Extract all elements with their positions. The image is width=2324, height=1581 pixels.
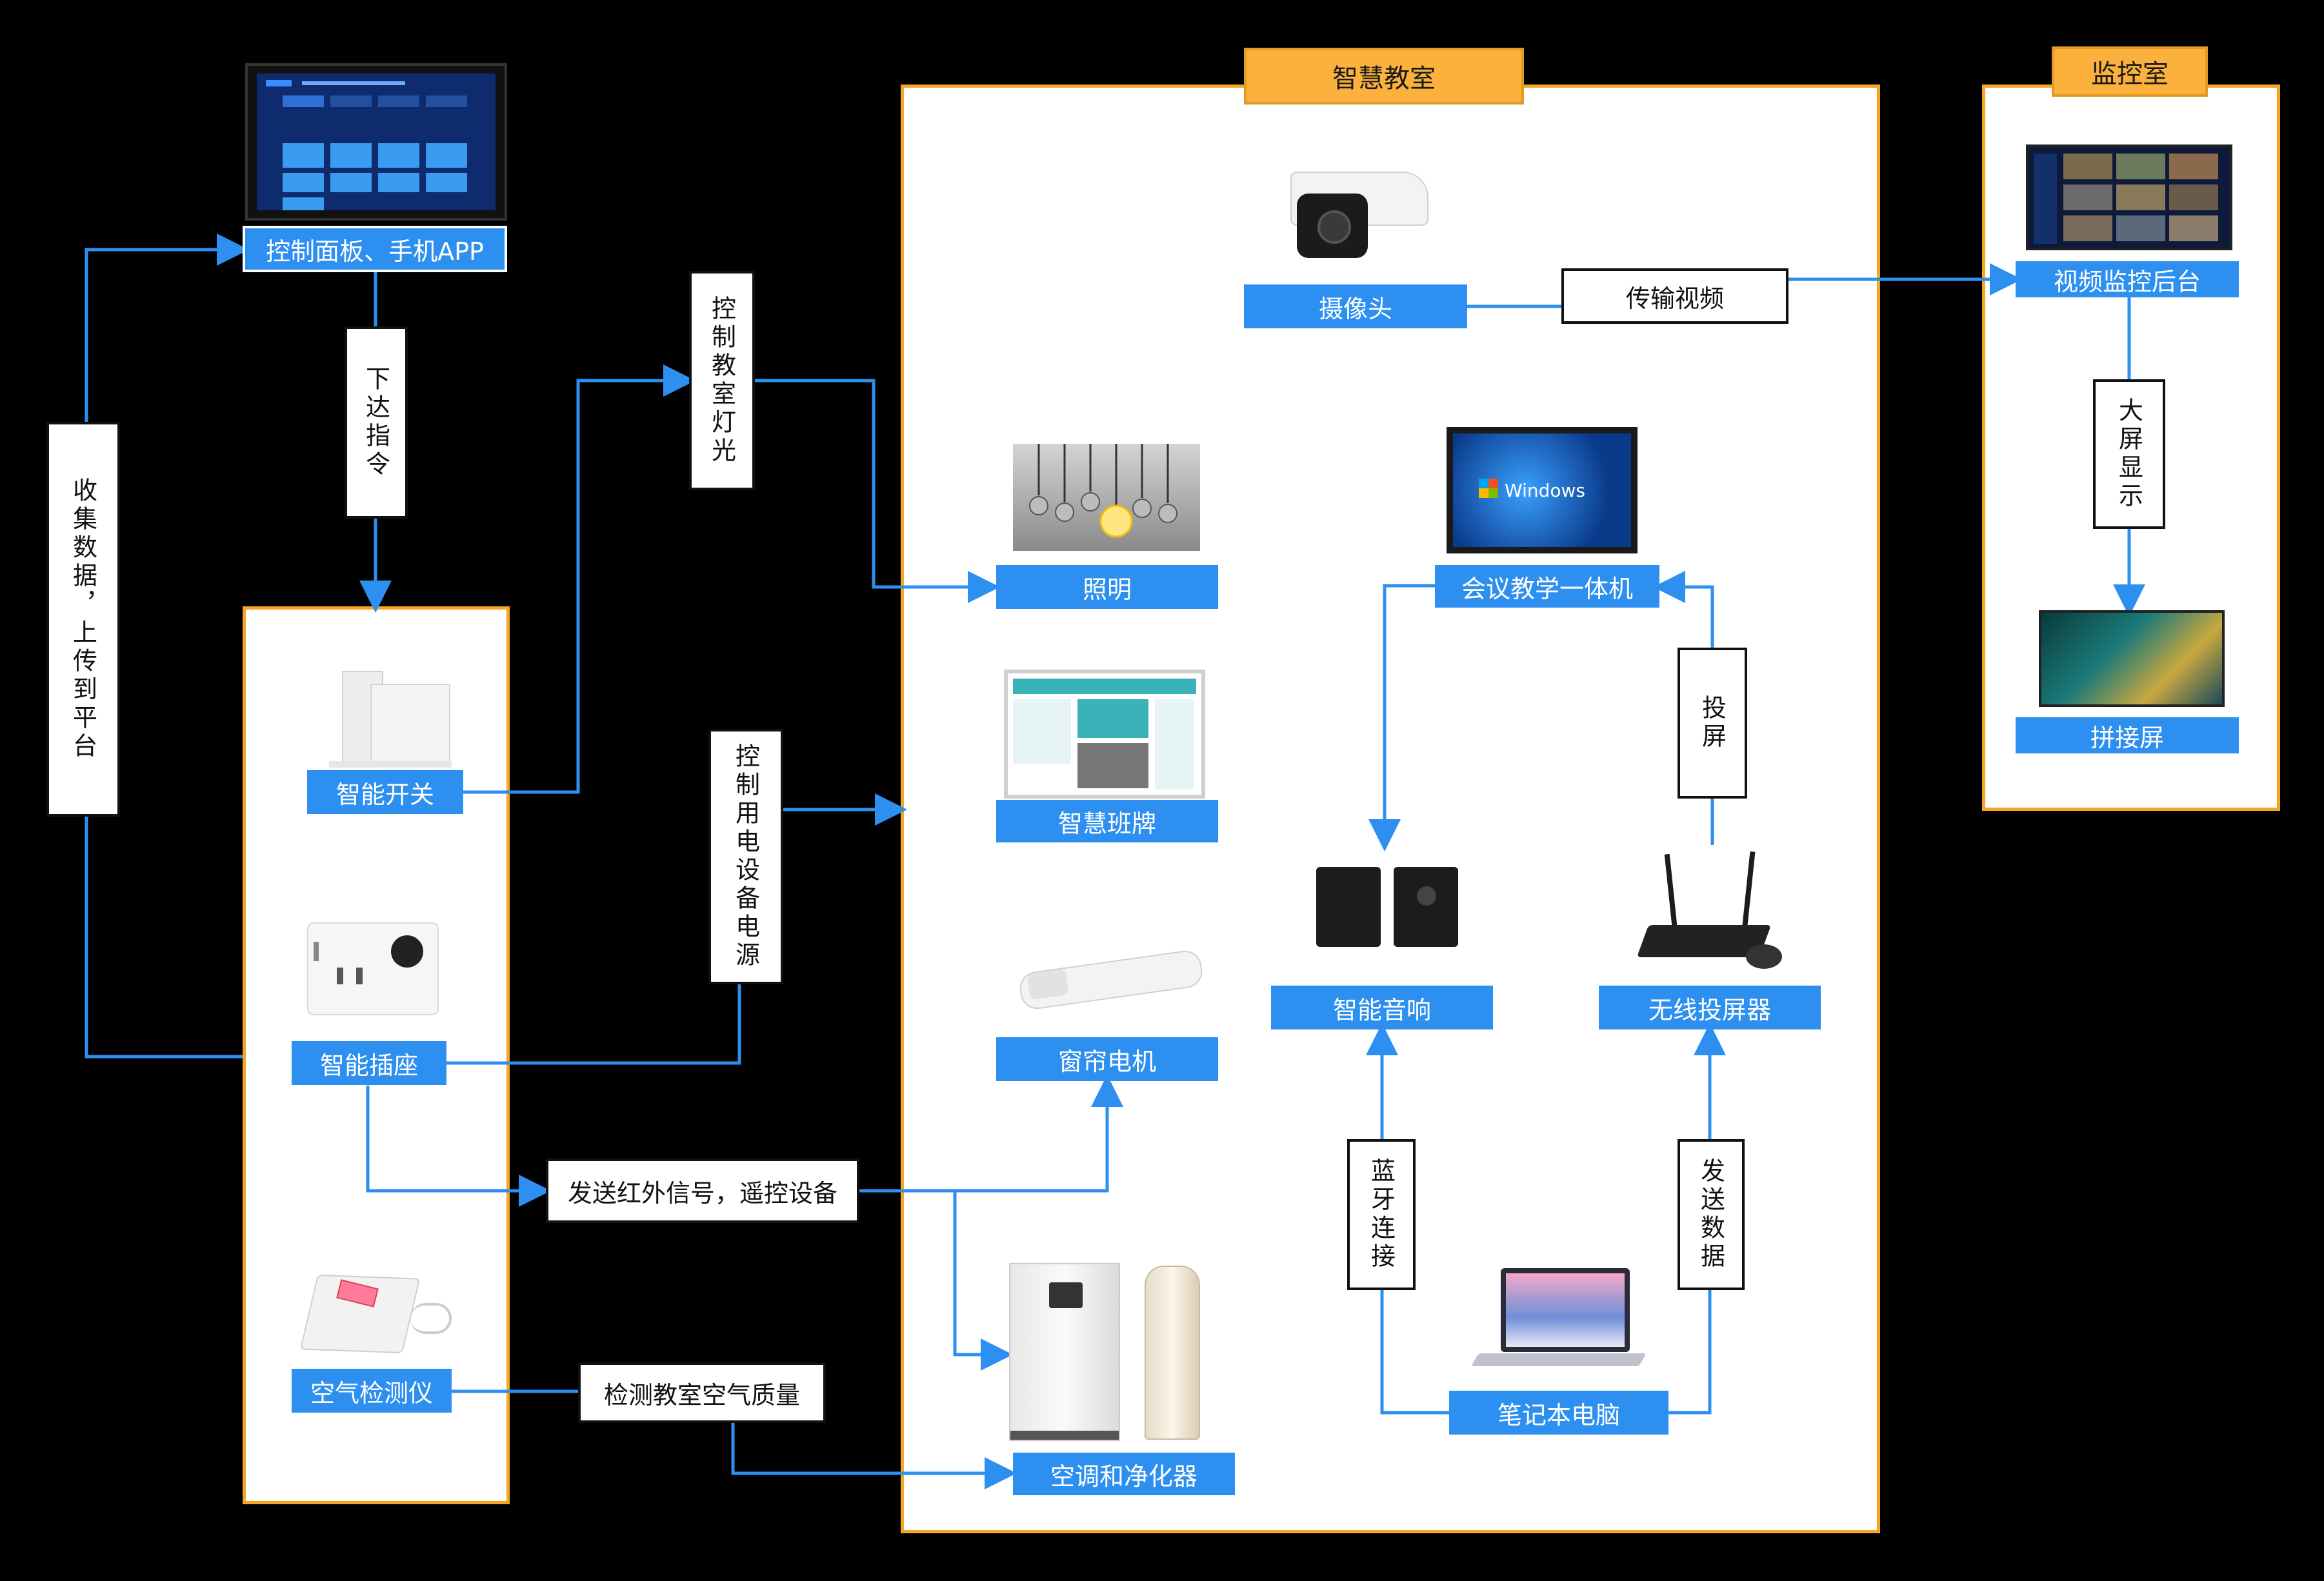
laptop-label: 笔记本电脑	[1449, 1391, 1668, 1435]
control-power-note: 控制用电设备电源	[708, 729, 783, 984]
smart-switch-icon	[323, 658, 452, 768]
issue-command-note: 下达指令	[345, 326, 408, 519]
send-data-note: 发送数据	[1678, 1139, 1745, 1290]
laptop-icon	[1471, 1264, 1647, 1378]
smart-classroom-title: 智慧教室	[1244, 48, 1524, 104]
transmit-video-note: 传输视频	[1561, 268, 1788, 324]
detect-air-note: 检测教室空气质量	[578, 1362, 826, 1423]
smart-socket-icon	[301, 916, 443, 1020]
smart-speaker-label: 智能音响	[1271, 986, 1493, 1029]
collect-data-note: 收集数据，上传到平台	[46, 422, 120, 817]
wireless-projector-icon	[1636, 848, 1788, 980]
camera-label: 摄像头	[1244, 284, 1467, 328]
air-purifier-icon	[1009, 1263, 1120, 1441]
send-ir-note: 发送红外信号，遥控设备	[546, 1158, 859, 1223]
ac-purifier-label: 空调和净化器	[1013, 1453, 1235, 1495]
lighting-label: 照明	[996, 565, 1218, 609]
control-lights-note: 控制教室灯光	[689, 271, 755, 490]
cast-screen-note: 投屏	[1678, 648, 1747, 799]
smart-speaker-icon	[1314, 860, 1463, 950]
curtain-motor-label: 窗帘电机	[996, 1037, 1218, 1081]
bulbs-svg	[1029, 444, 1177, 538]
control-panel-label: 控制面板、手机APP	[243, 226, 507, 272]
smart-switch-label: 智能开关	[307, 770, 463, 814]
windows-logo-text: Windows	[1505, 480, 1585, 501]
all-in-one-screen-icon: Windows	[1447, 427, 1638, 553]
all-in-one-label: 会议教学一体机	[1435, 565, 1659, 608]
big-screen-note: 大屏显示	[2093, 379, 2165, 529]
control-panel-monitor-icon	[245, 63, 507, 221]
curtain-motor-icon	[1013, 942, 1207, 1019]
splice-screen-icon	[2039, 610, 2225, 707]
smart-board-label: 智慧班牌	[996, 800, 1218, 842]
air-conditioner-icon	[1145, 1266, 1200, 1440]
video-wall-monitor-icon	[2026, 144, 2232, 250]
splice-screen-label: 拼接屏	[2016, 717, 2239, 753]
lighting-bulbs-icon	[1013, 444, 1200, 551]
smart-socket-label: 智能插座	[292, 1041, 446, 1085]
bluetooth-note: 蓝牙连接	[1347, 1139, 1416, 1290]
smart-board-icon	[1004, 670, 1205, 799]
camera-icon	[1284, 161, 1432, 271]
wireless-projector-label: 无线投屏器	[1599, 986, 1821, 1029]
air-detector-label: 空气检测仪	[292, 1369, 452, 1413]
video-backend-label: 视频监控后台	[2016, 261, 2239, 297]
air-detector-icon	[299, 1264, 456, 1361]
monitor-room-title: 监控室	[2052, 46, 2208, 97]
